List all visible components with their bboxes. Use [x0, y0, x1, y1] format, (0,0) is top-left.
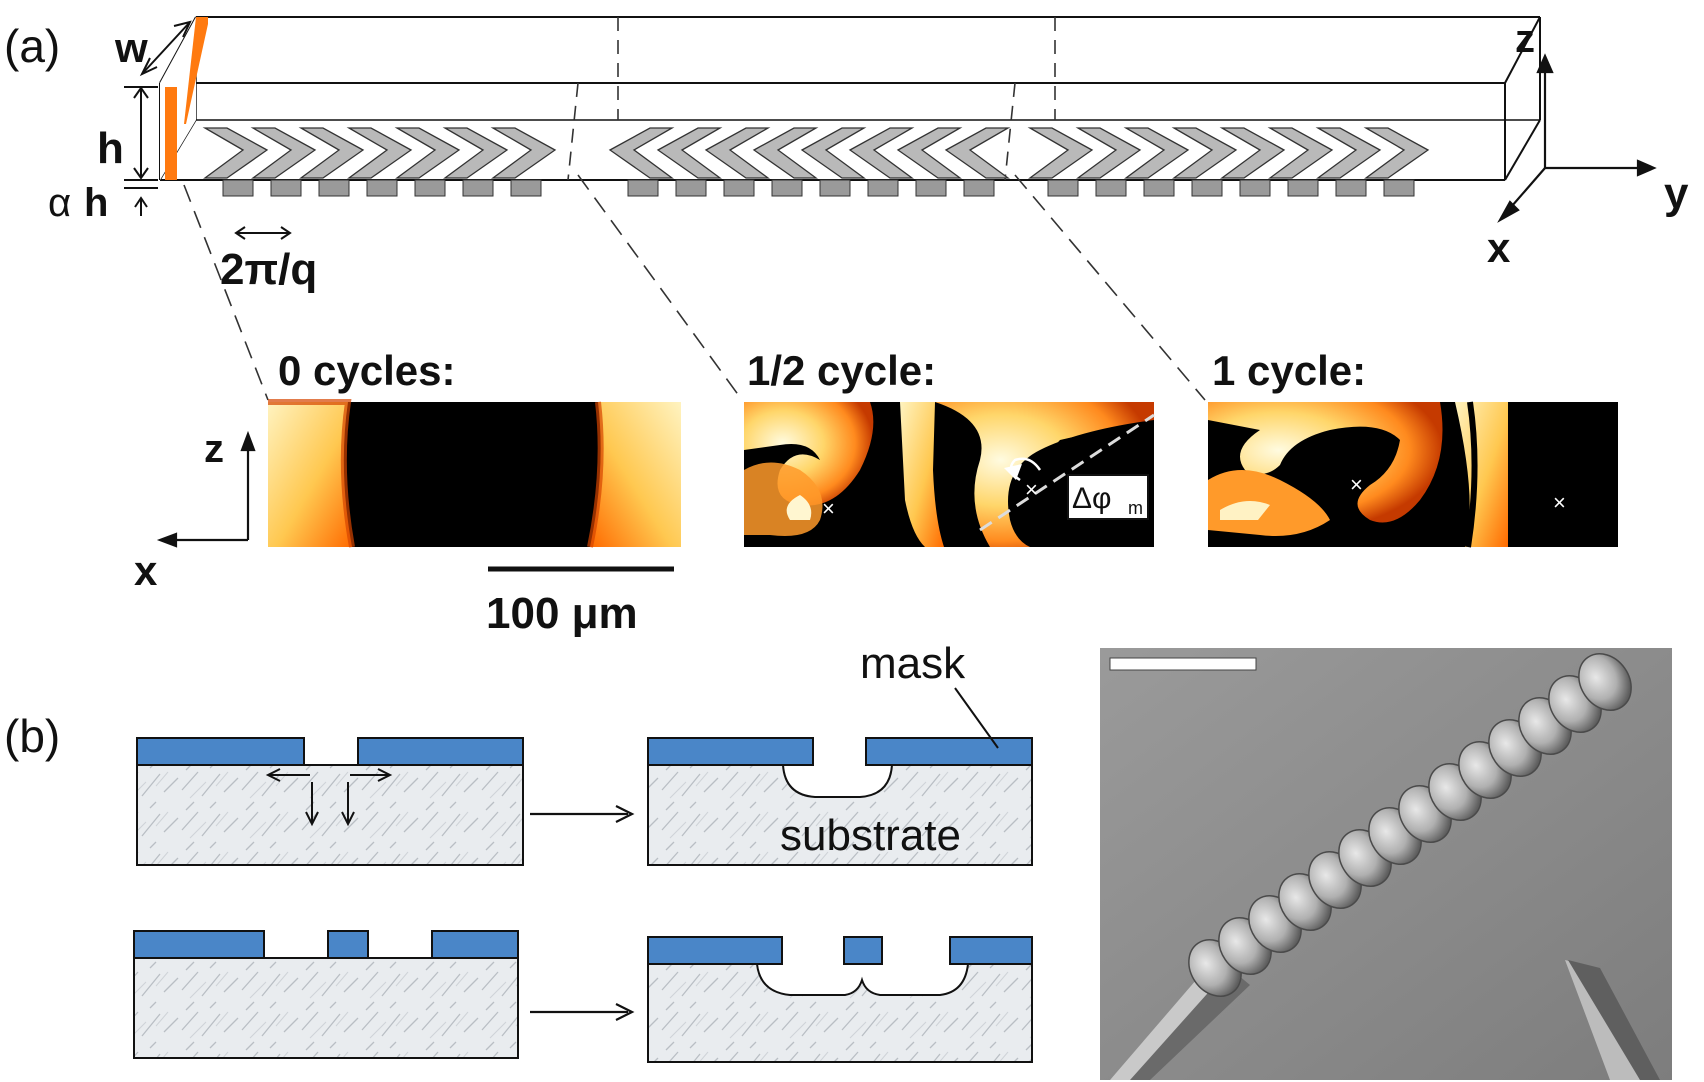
- ridge: [608, 127, 675, 179]
- inset-axis-x-label: x: [134, 547, 158, 594]
- ridge-foot: [963, 179, 995, 197]
- axis-y-label: y: [1664, 169, 1689, 218]
- dim-period-label: 2π/q: [220, 245, 317, 294]
- panel-a-label: (a): [4, 20, 60, 72]
- inset-axis-z-label: z: [204, 427, 224, 471]
- ridge: [442, 127, 509, 179]
- ridge-foot: [222, 179, 254, 197]
- dim-alpha-label: α: [48, 181, 71, 225]
- ridge: [848, 127, 915, 179]
- etch-step-2a: [133, 930, 519, 1059]
- inset-half-cycle: × × Δφ m: [744, 402, 1155, 547]
- dim-period-arrow: [234, 226, 292, 240]
- delta-phi-subscript: m: [1128, 498, 1143, 518]
- mask-pointer: [954, 687, 999, 749]
- ridge: [704, 127, 771, 179]
- ridge-foot: [270, 179, 302, 197]
- ridge: [1123, 127, 1190, 179]
- sem-bead: [1578, 653, 1632, 711]
- ridge: [800, 127, 867, 179]
- orange-strip-front: [165, 87, 177, 180]
- ridge: [1027, 127, 1094, 179]
- sem-scale-bar: [1109, 657, 1257, 671]
- ridge: [752, 127, 819, 179]
- ridge: [656, 127, 723, 179]
- axes-3d: [1497, 53, 1657, 223]
- ridge-foot: [867, 179, 899, 197]
- section-title-0: 0 cycles:: [278, 347, 455, 394]
- herringbone-ridges: [202, 127, 1430, 197]
- ridge-foot: [675, 179, 707, 197]
- ridge-foot: [366, 179, 398, 197]
- ridge-foot: [819, 179, 851, 197]
- panel-b-label: (b): [4, 710, 60, 762]
- ridge-foot: [1143, 179, 1175, 197]
- ridge-foot: [771, 179, 803, 197]
- delta-phi-box: [1067, 474, 1149, 520]
- vortex-marker-d: ×: [1553, 490, 1566, 515]
- leader-lines: [183, 174, 1206, 401]
- inset-axes: [156, 430, 256, 548]
- etch-step-1b: [647, 737, 1033, 866]
- ridge-foot: [462, 179, 494, 197]
- ridge-foot: [1239, 179, 1271, 197]
- ridge-foot: [414, 179, 446, 197]
- ridge: [944, 127, 1011, 179]
- dim-h-arrow: [124, 86, 158, 216]
- ridge-foot: [1335, 179, 1367, 197]
- axis-x-label: x: [1487, 224, 1511, 271]
- ridge-foot: [1095, 179, 1127, 197]
- ridge: [298, 127, 365, 179]
- ridge-foot: [723, 179, 755, 197]
- dim-h-label: h: [97, 124, 124, 173]
- ridge: [250, 127, 317, 179]
- orange-strip-side: [184, 17, 208, 124]
- vortex-marker-a: ×: [1025, 477, 1038, 502]
- ridge: [1267, 127, 1334, 179]
- ridge-foot: [1383, 179, 1415, 197]
- ridge: [1363, 127, 1430, 179]
- ridge: [1315, 127, 1382, 179]
- ridge: [896, 127, 963, 179]
- etch-step-2b: [647, 936, 1033, 1063]
- mask-label: mask: [860, 639, 966, 688]
- dim-w-arrow: [139, 20, 192, 77]
- dim-alpha-h-label: h: [84, 181, 108, 225]
- delta-phi-label: Δφ: [1072, 482, 1112, 515]
- substrate-label: substrate: [780, 811, 961, 860]
- ridge: [394, 127, 461, 179]
- section-markers: [567, 17, 1056, 181]
- dim-w-label: w: [114, 24, 148, 71]
- axis-z-label: z: [1515, 17, 1535, 61]
- ridge: [346, 127, 413, 179]
- ridge-foot: [318, 179, 350, 197]
- ridge: [1219, 127, 1286, 179]
- ridge-foot: [627, 179, 659, 197]
- ridge: [1075, 127, 1142, 179]
- vortex-marker-c: ×: [1350, 472, 1363, 497]
- etch-step-1a: [136, 737, 524, 866]
- ridge-foot: [1047, 179, 1079, 197]
- ridge-foot: [1191, 179, 1223, 197]
- process-arrow-2: [530, 1003, 635, 1021]
- ridge-foot: [1287, 179, 1319, 197]
- section-title-1: 1/2 cycle:: [747, 347, 936, 394]
- ridge-foot: [510, 179, 542, 197]
- channel-3d-box: [159, 16, 1541, 181]
- vortex-marker-b: ×: [822, 496, 835, 521]
- inset-one-cycle: × ×: [1208, 401, 1618, 548]
- ridge: [1171, 127, 1238, 179]
- ridge: [202, 127, 269, 179]
- sem-micrograph: [1100, 648, 1672, 1080]
- ridge-foot: [915, 179, 947, 197]
- section-title-2: 1 cycle:: [1212, 347, 1366, 394]
- inset-0-cycles: [268, 399, 681, 548]
- ridge: [490, 127, 557, 179]
- scale-bar-label: 100 μm: [486, 589, 638, 638]
- process-arrow-1: [530, 805, 635, 823]
